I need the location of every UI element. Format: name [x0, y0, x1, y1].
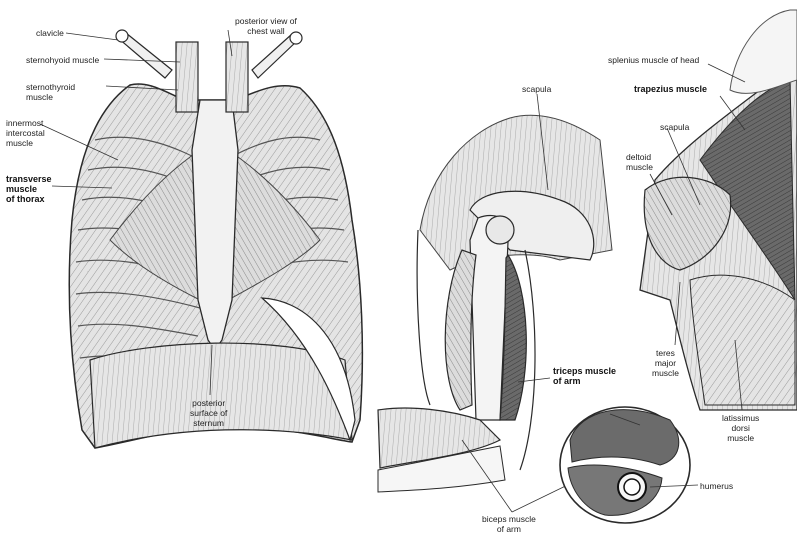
- label-trapezius: trapezius muscle: [634, 84, 707, 94]
- head-outline: [730, 10, 797, 93]
- label-clavicle: clavicle: [36, 28, 64, 38]
- label-splenius: splenius muscle of head: [608, 55, 699, 65]
- label-posterior-view: posterior view of chest wall: [235, 16, 297, 36]
- label-teres-major: teres major muscle: [652, 348, 679, 378]
- label-humerus: humerus: [700, 481, 733, 491]
- latissimus-shape: [690, 275, 795, 405]
- label-scapula-arm: scapula: [522, 84, 551, 94]
- arm-cross-section: [560, 407, 698, 523]
- sternohyoid-strap-right: [226, 42, 248, 112]
- label-biceps: biceps muscle of arm: [482, 514, 536, 534]
- label-innermost-intercostal: innermost intercostal muscle: [6, 118, 45, 148]
- label-transverse-thorax: transverse muscle of thorax: [6, 174, 52, 204]
- label-sternothyroid: sternothyroid muscle: [26, 82, 75, 102]
- label-deltoid: deltoid muscle: [626, 152, 653, 172]
- label-latissimus: latissimus dorsi muscle: [722, 413, 759, 443]
- label-scapula-back: scapula: [660, 122, 689, 132]
- sternohyoid-strap-left: [176, 42, 198, 112]
- label-sternohyoid: sternohyoid muscle: [26, 55, 99, 65]
- label-triceps: triceps muscle of arm: [553, 366, 616, 386]
- chest-wall-figure: [40, 30, 362, 448]
- biceps-muscle: [445, 250, 476, 410]
- label-posterior-sternum: posterior surface of sternum: [190, 398, 227, 428]
